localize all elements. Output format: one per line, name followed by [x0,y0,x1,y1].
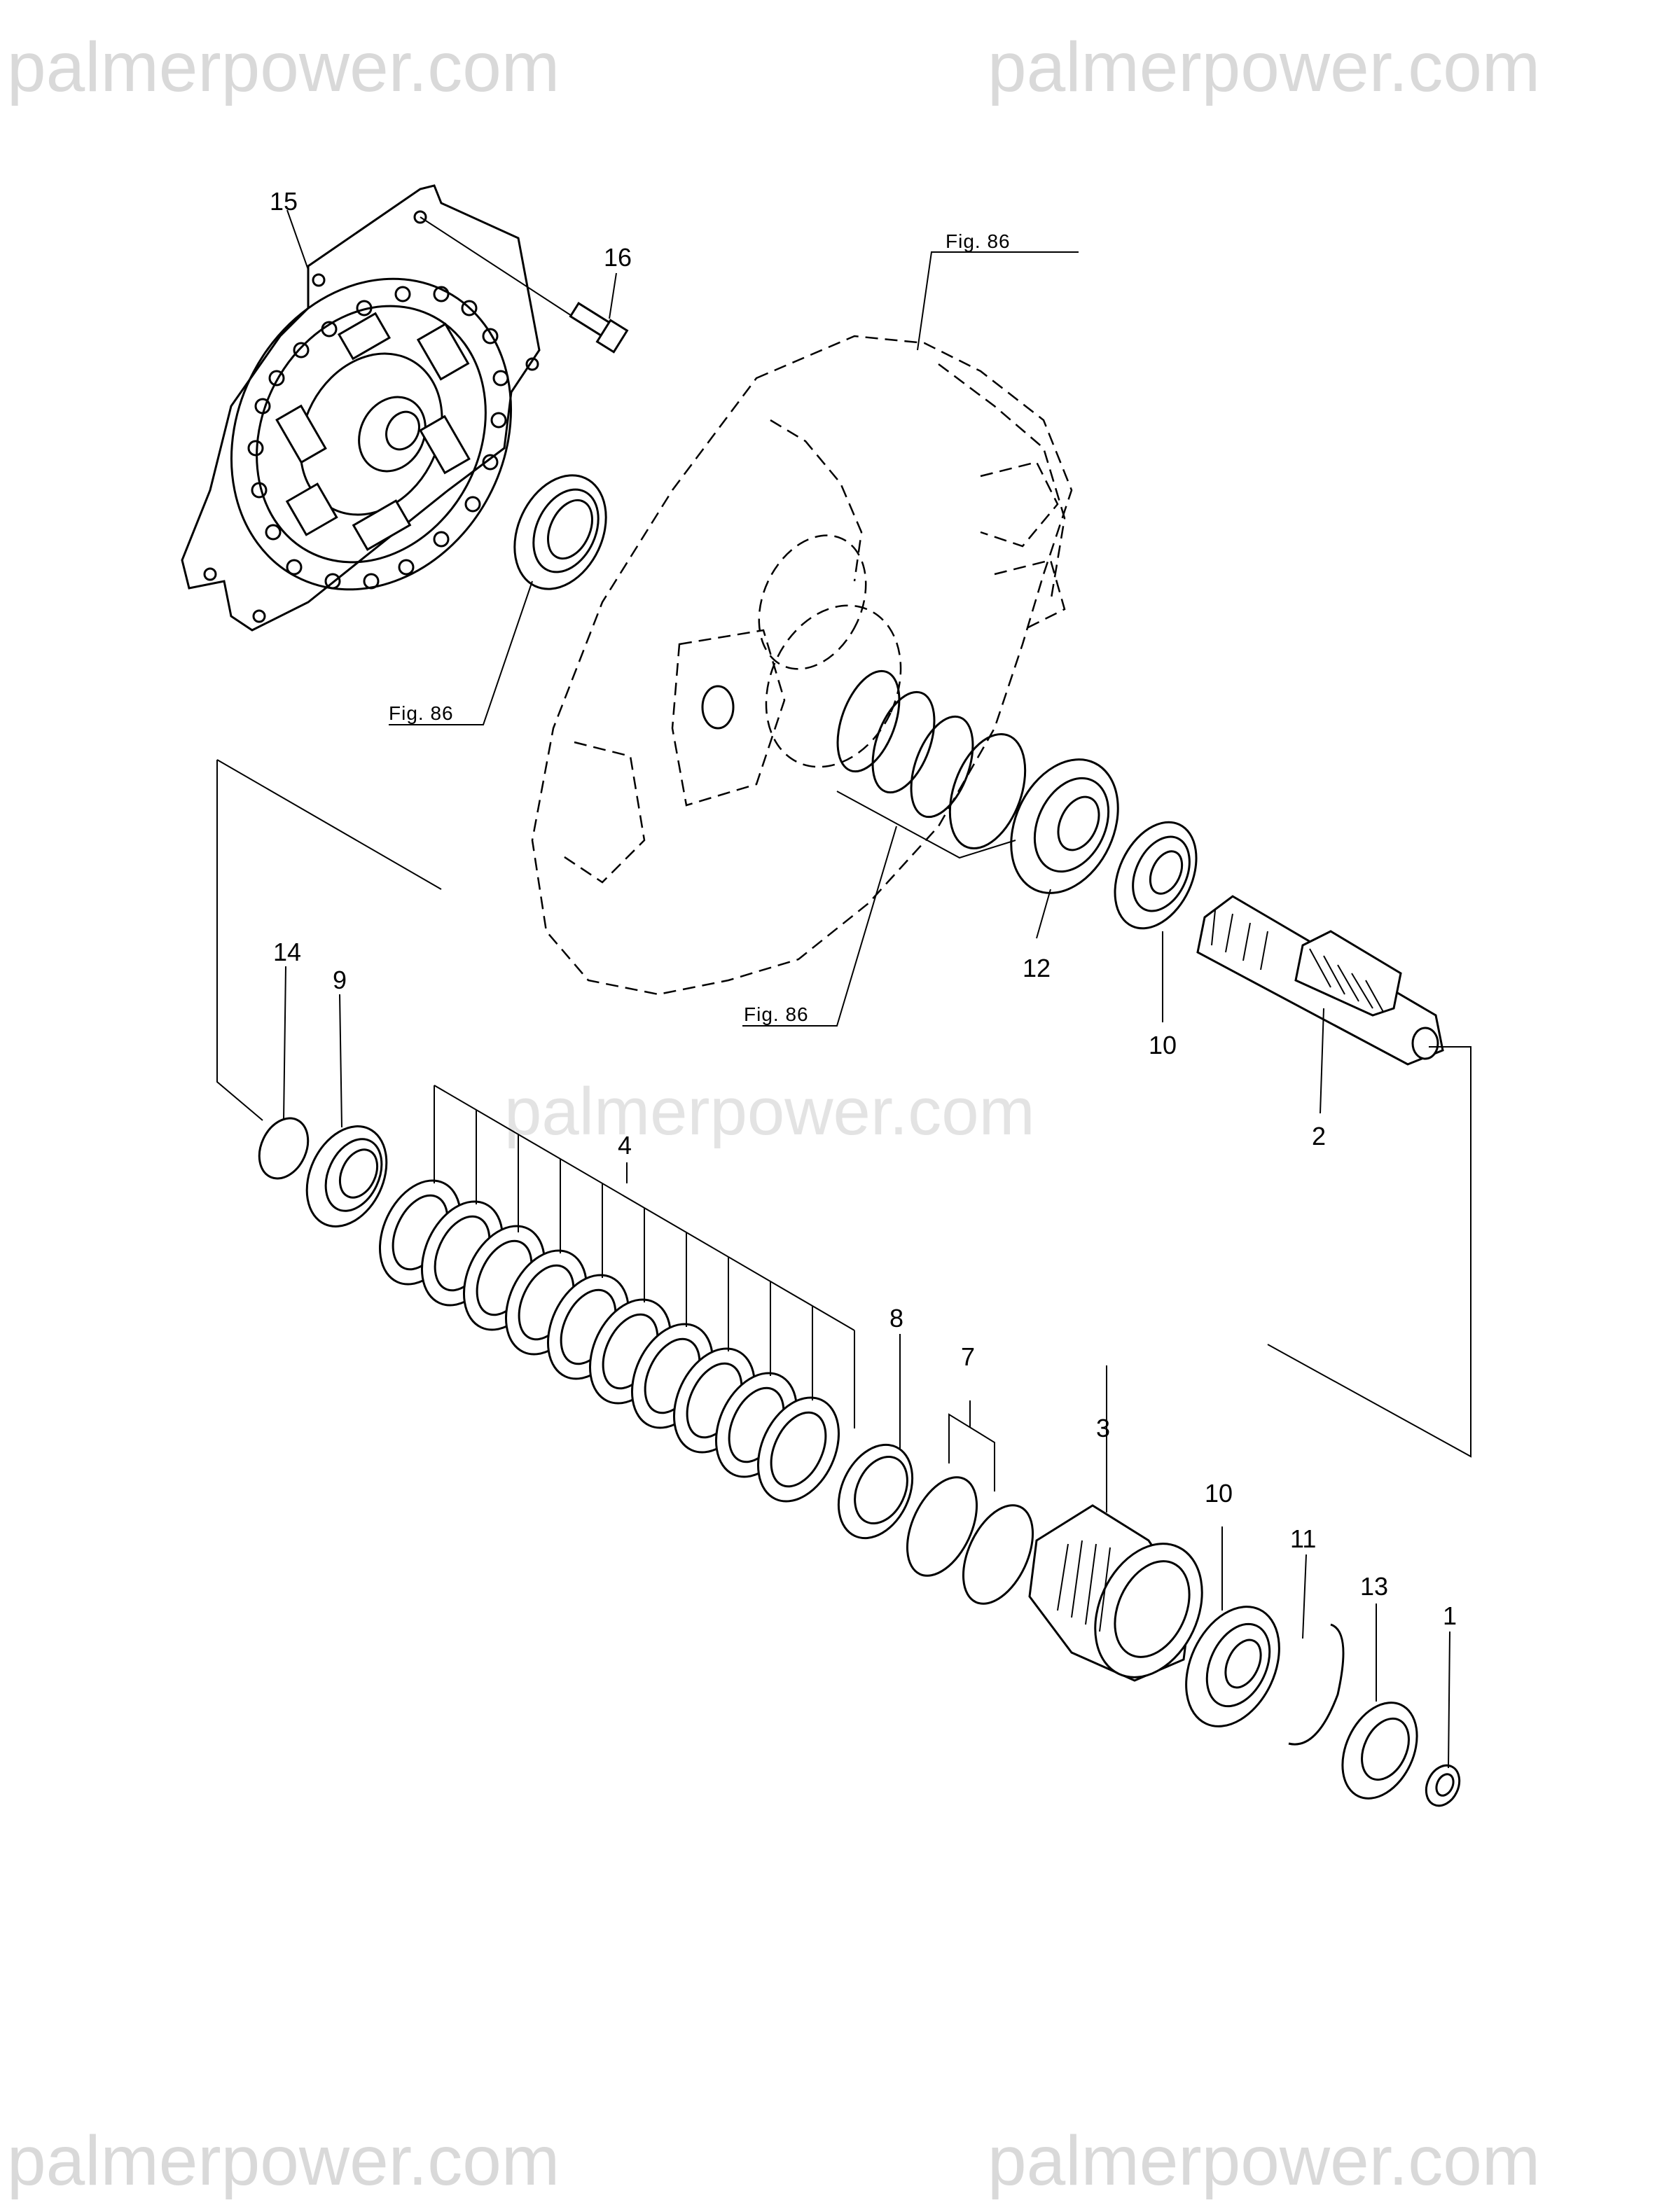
callout-10-lower: 10 [1205,1479,1233,1508]
callout-7: 7 [961,1342,975,1371]
leader-lines [283,209,1450,1769]
shaft-part-2 [1196,895,1444,1066]
fig-ref-bottom: Fig. 86 [744,1003,809,1025]
watermark-top-left: palmerpower.com [7,28,560,106]
watermark-bottom-right: palmerpower.com [988,2122,1540,2200]
bearing-part-10-lower [1185,1606,1280,1727]
callout-3: 3 [1096,1414,1110,1442]
ring-part-8 [837,1443,914,1540]
watermark-bottom-left: palmerpower.com [7,2122,560,2200]
assembly-bracket-lines [216,759,1471,1491]
callout-11: 11 [1290,1524,1316,1553]
nut-part-1 [1425,1764,1461,1807]
seal-part-9 [305,1125,388,1227]
callout-13: 13 [1360,1572,1388,1601]
bolt-part-16 [420,216,629,354]
bearing-part-10-upper [1114,821,1198,930]
piston-rings [836,669,1027,850]
fig-ref-left: Fig. 86 [389,702,454,724]
transmission-housing [531,335,1073,996]
oil-seal-ring [513,474,607,590]
bearing-part-12 [1010,758,1119,894]
callout-16: 16 [604,243,632,272]
callout-2: 2 [1312,1122,1326,1150]
callout-12: 12 [1023,954,1051,982]
callout-8: 8 [889,1304,903,1333]
watermark-middle: palmerpower.com [504,1074,1035,1149]
clutch-plates-part-4 [378,1179,840,1503]
clutch-disc-part-15 [181,184,541,632]
callout-9: 9 [333,966,347,994]
callout-14: 14 [273,938,301,966]
o-ring-part-14 [258,1117,310,1180]
bearing-part-13 [1341,1702,1418,1800]
fig-ref-top: Fig. 86 [946,230,1011,252]
watermark-top-right: palmerpower.com [988,28,1540,106]
callout-10-upper: 10 [1149,1031,1177,1059]
callout-4: 4 [618,1131,632,1160]
snap-ring-part-11 [1288,1623,1345,1746]
callout-1: 1 [1443,1601,1457,1630]
callout-15: 15 [270,187,298,216]
gear-hub-part-3 [1028,1504,1203,1682]
shims-part-7 [906,1476,1034,1605]
